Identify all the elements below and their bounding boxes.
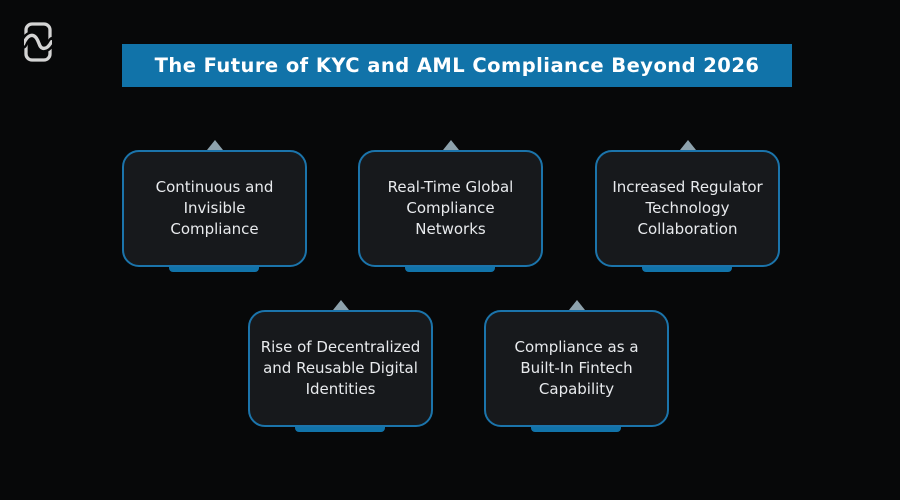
arrow-up-icon <box>332 299 349 310</box>
card-box: Rise of Decentralized and Reusable Digit… <box>248 310 433 427</box>
card-compliance-built-in-fintech: Compliance as a Built-In Fintech Capabil… <box>484 299 669 432</box>
card-box: Real-Time Global Compliance Networks <box>358 150 543 267</box>
card-increased-regulator-technology-collaboration: Increased Regulator Technology Collabora… <box>595 139 780 272</box>
page-title: The Future of KYC and AML Compliance Bey… <box>154 54 760 77</box>
title-banner: The Future of KYC and AML Compliance Bey… <box>122 44 792 87</box>
card-box: Increased Regulator Technology Collabora… <box>595 150 780 267</box>
brand-logo-icon <box>24 22 52 62</box>
arrow-up-icon <box>442 139 459 150</box>
card-box: Continuous and Invisible Compliance <box>122 150 307 267</box>
card-label: Rise of Decentralized and Reusable Digit… <box>260 338 421 398</box>
card-label: Increased Regulator Technology Collabora… <box>612 178 763 238</box>
card-label: Real-Time Global Compliance Networks <box>387 178 514 238</box>
card-rise-of-decentralized-identities: Rise of Decentralized and Reusable Digit… <box>248 299 433 432</box>
card-continuous-invisible-compliance: Continuous and Invisible Compliance <box>122 139 307 272</box>
arrow-up-icon <box>568 299 585 310</box>
card-box: Compliance as a Built-In Fintech Capabil… <box>484 310 669 427</box>
card-real-time-global-compliance-networks: Real-Time Global Compliance Networks <box>358 139 543 272</box>
arrow-up-icon <box>679 139 696 150</box>
arrow-up-icon <box>206 139 223 150</box>
card-label: Continuous and Invisible Compliance <box>155 178 274 238</box>
card-label: Compliance as a Built-In Fintech Capabil… <box>514 338 639 398</box>
